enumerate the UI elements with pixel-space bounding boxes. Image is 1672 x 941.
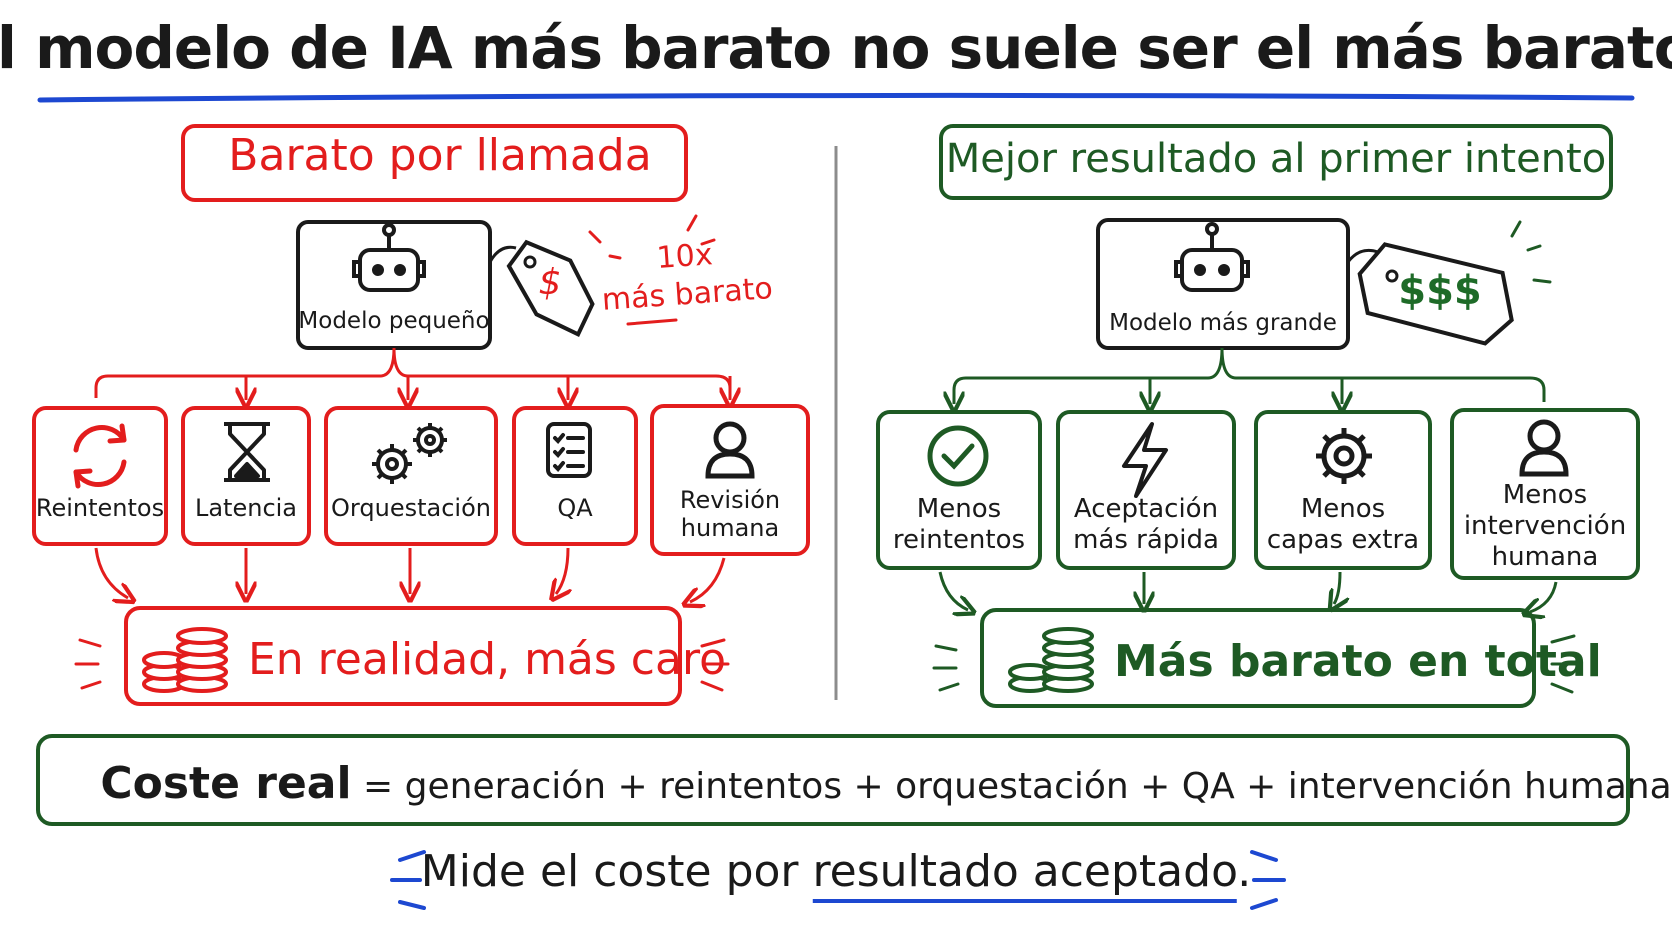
label-line: más rápida	[1073, 525, 1219, 555]
footer-message: Mide el coste por resultado aceptado.	[420, 846, 1252, 903]
checklist-icon	[546, 422, 592, 478]
left-connectors	[94, 347, 730, 400]
refresh-icon	[73, 423, 127, 489]
lightning-icon	[1122, 422, 1168, 498]
right-item-less-intervention: Menos intervención humana	[1464, 480, 1626, 573]
left-savings-note: 10x más barato	[598, 232, 774, 320]
gears-icon	[372, 423, 447, 484]
right-item-faster-acceptance: Aceptación más rápida	[1073, 494, 1219, 556]
right-item-fewer-layers: Menos capas extra	[1267, 494, 1419, 556]
right-item-fewer-retries: Menos reintentos	[893, 494, 1025, 556]
right-result-marks	[932, 634, 1578, 694]
left-model-label: Modelo pequeño	[298, 308, 490, 334]
cost-formula: Coste real = generación + reintentos + o…	[100, 758, 1671, 809]
robot-icon	[1174, 222, 1250, 292]
footer-text: Mide el coste por	[420, 846, 813, 897]
left-item-boxes	[32, 404, 810, 556]
right-result-box	[980, 608, 1536, 708]
left-item-orchestration: Orquestación	[331, 494, 491, 522]
footer-period: .	[1237, 846, 1252, 897]
right-heading-box	[939, 124, 1613, 200]
formula-box	[36, 734, 1630, 826]
label-line: humana	[1491, 542, 1599, 572]
hourglass-icon	[224, 422, 270, 482]
right-converging-arrows	[938, 571, 1558, 612]
left-price-tag-label: $	[538, 262, 562, 303]
left-model-card	[296, 220, 595, 350]
coins-icon-green	[1008, 627, 1094, 693]
label-line: Menos	[1300, 494, 1386, 524]
right-connectors	[954, 347, 1546, 404]
left-result-label: En realidad, más caro	[248, 634, 727, 685]
right-model-card	[1096, 218, 1514, 350]
right-emphasis-marks	[1510, 220, 1552, 284]
left-item-retries: Reintentos	[35, 494, 165, 522]
right-model-label: Modelo más grande	[1109, 310, 1337, 336]
label-line: Menos	[1502, 480, 1588, 510]
title-underline	[37, 92, 1635, 103]
formula-terms: = generación + reintentos + orquestación…	[363, 766, 1672, 807]
formula-lead: Coste real	[100, 758, 352, 809]
right-heading: Mejor resultado al primer intento	[945, 136, 1607, 182]
footer-emphasis: resultado aceptado	[812, 846, 1238, 903]
label-line: reintentos	[892, 525, 1026, 555]
footer-emphasis-marks	[390, 850, 1286, 910]
left-heading-box	[181, 124, 688, 202]
left-item-latency: Latencia	[194, 494, 298, 522]
robot-icon	[352, 223, 426, 292]
check-circle-icon	[927, 425, 989, 487]
left-result-box	[124, 606, 682, 706]
person-icon	[705, 421, 755, 479]
price-tag-icon	[1346, 242, 1514, 346]
label-line: capas extra	[1266, 525, 1420, 555]
label-line: humana	[680, 514, 780, 542]
page-title: El modelo de IA más barato no suele ser …	[0, 14, 1672, 82]
left-result-marks	[74, 638, 730, 692]
price-tag-icon	[488, 239, 595, 338]
right-price-tag-label: $$$	[1398, 268, 1482, 314]
label-line: Revisión	[679, 486, 781, 514]
right-item-boxes	[876, 408, 1640, 580]
left-emphasis-marks	[588, 214, 716, 326]
left-item-qa: QA	[557, 494, 593, 522]
coins-icon-red	[142, 627, 228, 693]
left-item-human-review: Revisión humana	[680, 486, 780, 542]
label-line: Aceptación	[1073, 494, 1219, 524]
label-line: intervención	[1463, 511, 1627, 541]
label-line: Menos	[916, 494, 1002, 524]
right-result-label: Más barato en total	[1114, 636, 1602, 687]
left-heading: Barato por llamada	[228, 130, 652, 181]
gear-icon	[1316, 428, 1372, 484]
left-converging-arrows	[94, 547, 726, 602]
person-icon	[1519, 419, 1569, 477]
